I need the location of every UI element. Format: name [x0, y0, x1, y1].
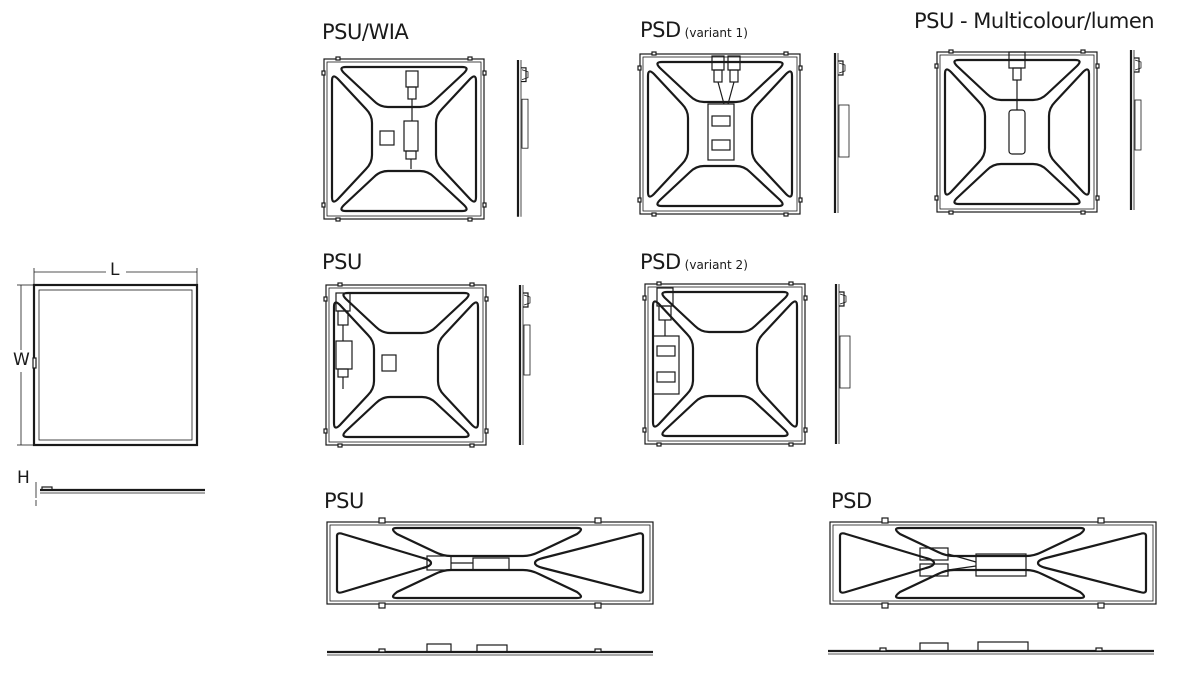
drawing-psu-top	[322, 281, 490, 449]
label-psd-long: PSD	[831, 489, 872, 513]
dimension-height-label: H	[17, 468, 30, 488]
label-psd-variant-1-sub: (variant 1)	[684, 26, 748, 40]
drawing-psd-long-top	[829, 517, 1157, 609]
drawing-psd-variant-2-side	[834, 282, 851, 446]
drawing-psd-long-side	[828, 641, 1154, 655]
label-psu-long: PSU	[324, 489, 364, 513]
dimension-panel-side-view	[35, 482, 205, 506]
drawing-psu-wia-top	[320, 55, 488, 223]
drawing-psu-multicolour-top	[933, 48, 1101, 216]
label-psu-wia: PSU/WIA	[322, 20, 409, 44]
label-psd-variant-1-main: PSD	[640, 18, 681, 42]
drawing-psu-multicolour-side	[1129, 48, 1143, 212]
drawing-psu-long-side	[327, 643, 653, 656]
dimension-width-label: W	[13, 350, 30, 370]
label-psu-multicolour: PSU - Multicolour/lumen	[914, 9, 1155, 33]
dimension-panel-top-view	[17, 268, 199, 447]
dimension-length-label: L	[110, 260, 120, 280]
label-psd-variant-2-main: PSD	[640, 250, 681, 274]
drawing-psd-variant-2-top	[641, 280, 809, 448]
drawing-psd-variant-1-top	[636, 50, 804, 218]
label-psd-variant-1: PSD(variant 1)	[640, 20, 748, 41]
label-psu-square: PSU	[322, 250, 362, 274]
drawing-psu-wia-side	[516, 58, 530, 218]
drawing-psu-side	[518, 283, 532, 447]
drawing-psu-long-top	[326, 517, 654, 609]
label-psd-variant-2-sub: (variant 2)	[684, 258, 748, 272]
label-psd-variant-2: PSD(variant 2)	[640, 252, 748, 273]
drawing-psd-variant-1-side	[833, 51, 850, 215]
